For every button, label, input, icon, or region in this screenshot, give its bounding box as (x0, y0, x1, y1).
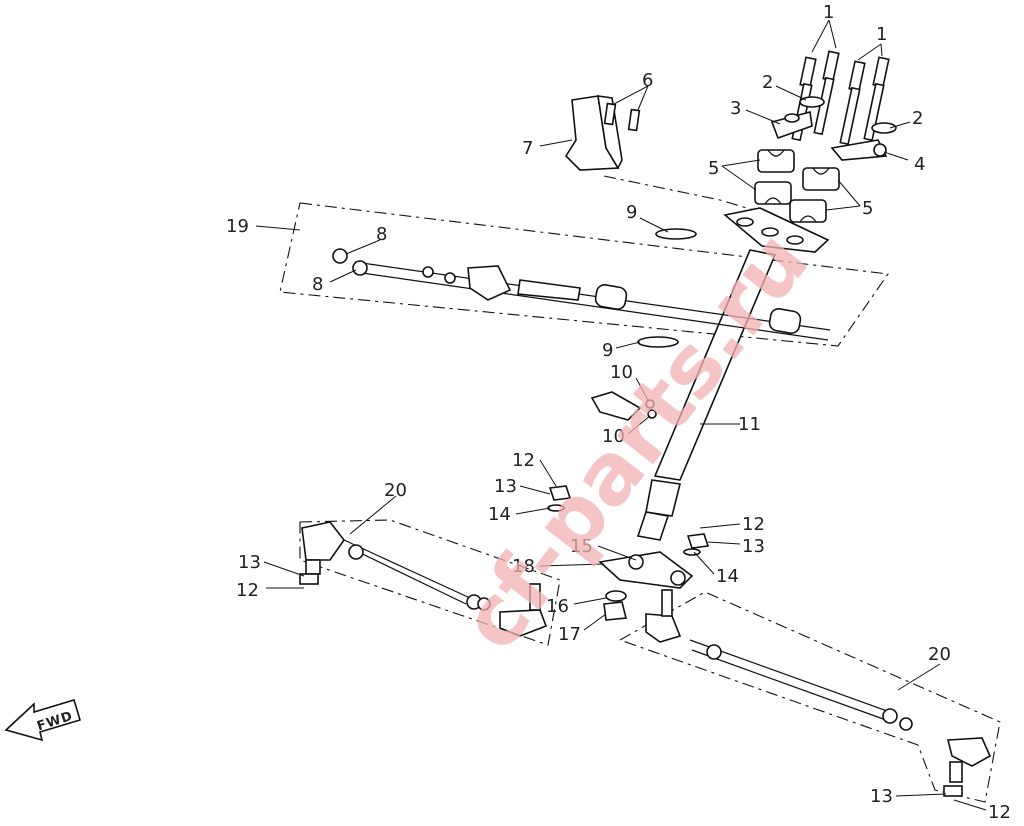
callout-2: 2 (912, 108, 923, 129)
callout-12: 12 (236, 580, 259, 601)
callout-16: 16 (546, 596, 569, 617)
callout-12: 12 (742, 514, 765, 535)
callout-3: 3 (730, 98, 741, 119)
callout-15: 15 (570, 536, 593, 557)
leader-lines (255, 19, 987, 811)
pitman-arm (598, 551, 694, 621)
fasteners-small (547, 485, 710, 556)
tie-rod-right (645, 589, 992, 797)
group-outline-20-right (618, 591, 1001, 803)
group-outline-19 (279, 202, 889, 347)
callout-5: 5 (708, 158, 719, 179)
inner-shaft-assembly (332, 248, 831, 341)
callout-6: 6 (642, 70, 653, 91)
callout-13: 13 (870, 786, 893, 807)
callout-1: 1 (876, 24, 887, 45)
callout-18: 18 (512, 556, 535, 577)
group-outline-20-left (299, 519, 561, 646)
steering-column (636, 249, 777, 541)
callout-5: 5 (862, 198, 873, 219)
callout-1: 1 (823, 2, 834, 23)
column-clamps (754, 149, 840, 223)
callout-10: 10 (602, 426, 625, 447)
callout-12: 12 (988, 802, 1011, 822)
callout-10: 10 (610, 362, 633, 383)
callout-4: 4 (914, 154, 925, 175)
callout-20: 20 (384, 480, 407, 501)
callout-13: 13 (238, 552, 261, 573)
callout-11: 11 (738, 414, 761, 435)
callout-17: 17 (558, 624, 581, 645)
mounting-bracket (564, 95, 641, 171)
callout-2: 2 (762, 72, 773, 93)
tie-rod-left (299, 521, 548, 637)
callout-20: 20 (928, 644, 951, 665)
washer-plates (770, 96, 897, 161)
upper-bracket-outline (603, 175, 761, 213)
shim-washer-upper (655, 228, 697, 240)
callout-13: 13 (494, 476, 517, 497)
callout-9: 9 (602, 340, 613, 361)
forward-direction-arrow: FWD (4, 699, 81, 742)
callout-8: 8 (376, 224, 387, 245)
callout-13: 13 (742, 536, 765, 557)
callout-12: 12 (512, 450, 535, 471)
callout-14: 14 (488, 504, 511, 525)
callout-7: 7 (522, 138, 533, 159)
callout-labels: 1 1 2 2 3 4 5 5 6 7 8 8 9 9 10 10 11 12 … (226, 2, 1011, 823)
callout-8: 8 (312, 274, 323, 295)
callout-19: 19 (226, 216, 249, 237)
callout-9: 9 (626, 202, 637, 223)
callout-14: 14 (716, 566, 739, 587)
column-mounting-plate (723, 207, 830, 253)
